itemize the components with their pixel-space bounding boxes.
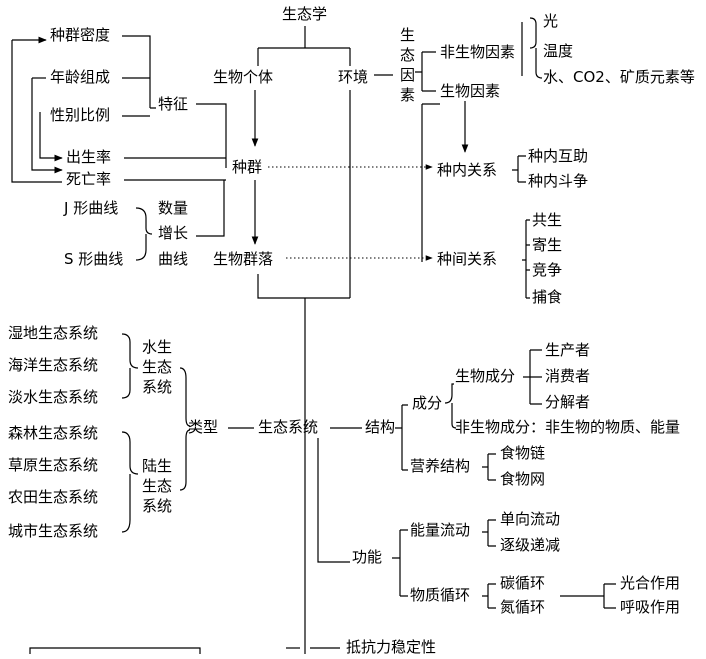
terrestrial-label-3: 系统 <box>142 497 172 515</box>
environment-label: 环境 <box>338 68 368 86</box>
terrestrial-forest: 森林生态系统 <box>8 424 98 442</box>
biotic-components-label: 生物成分 <box>455 367 515 385</box>
aquatic-ocean: 海洋生态系统 <box>8 356 98 374</box>
community-label: 生物群落 <box>213 250 273 268</box>
interspecific-predation: 捕食 <box>532 288 562 306</box>
interspecific-competition: 竞争 <box>532 261 562 279</box>
ecological-factor-char-2: 态 <box>400 46 415 64</box>
intraspecific-cooperation: 种内互助 <box>528 147 588 165</box>
energy-unidirectional: 单向流动 <box>500 510 560 528</box>
aquatic-freshwater: 淡水生态系统 <box>8 388 98 406</box>
ecological-factor-char-1: 生 <box>400 26 415 44</box>
curve-label: 曲线 <box>158 250 188 268</box>
types-label: 类型 <box>188 418 218 436</box>
abiotic-temperature: 温度 <box>543 42 573 60</box>
intraspecific-label: 种内关系 <box>437 161 497 179</box>
quantity-label: 数量 <box>158 199 188 217</box>
aquatic-label-2: 生态 <box>142 358 172 376</box>
function-label: 功能 <box>352 548 382 566</box>
interspecific-label: 种间关系 <box>437 250 497 268</box>
terrestrial-urban: 城市生态系统 <box>8 522 98 540</box>
biotic-factors-label: 生物因素 <box>440 82 500 100</box>
carbon-cycle-label: 碳循环 <box>500 574 545 592</box>
energy-flow-label: 能量流动 <box>410 521 470 539</box>
trophic-food-chain: 食物链 <box>500 444 545 462</box>
aquatic-label-1: 水生 <box>142 338 172 356</box>
abiotic-factors-label: 非生物因素 <box>440 43 515 61</box>
energy-decreasing: 逐级递减 <box>500 536 560 554</box>
photosynthesis-label: 光合作用 <box>620 574 680 592</box>
trophic-structure-label: 营养结构 <box>410 457 470 475</box>
growth-label: 增长 <box>158 224 188 242</box>
trait-birth-rate: 出生率 <box>66 148 111 166</box>
trophic-food-web: 食物网 <box>500 470 545 488</box>
matter-cycle-label: 物质循环 <box>410 586 470 604</box>
organism-label: 生物个体 <box>213 68 273 86</box>
ecological-factor-char-3: 因 <box>400 66 415 84</box>
ecosystem-label: 生态系统 <box>258 418 318 436</box>
nitrogen-cycle-label: 氮循环 <box>500 598 545 616</box>
trait-death-rate: 死亡率 <box>66 170 111 188</box>
terrestrial-farmland: 农田生态系统 <box>8 488 98 506</box>
structure-label: 结构 <box>365 418 395 436</box>
j-curve-label: J 形曲线 <box>63 199 118 217</box>
terrestrial-grassland: 草原生态系统 <box>8 456 98 474</box>
respiration-label: 呼吸作用 <box>620 598 680 616</box>
component-decomposer: 分解者 <box>545 393 590 411</box>
trait-sex-ratio: 性别比例 <box>50 106 110 124</box>
component-consumer: 消费者 <box>545 367 590 385</box>
abiotic-water-co2: 水、CO2、矿质元素等 <box>543 68 695 86</box>
ecological-factor-char-4: 素 <box>400 86 415 104</box>
trait-density: 种群密度 <box>50 26 110 44</box>
interspecific-mutualism: 共生 <box>532 211 562 229</box>
abiotic-components-label: 非生物成分：非生物的物质、能量 <box>455 418 680 436</box>
terrestrial-label-1: 陆生 <box>142 457 172 475</box>
component-producer: 生产者 <box>545 341 590 359</box>
trait-age-structure: 年龄组成 <box>50 68 110 86</box>
traits-label: 特征 <box>158 95 188 113</box>
components-label: 成分 <box>412 394 442 412</box>
abiotic-light: 光 <box>543 12 558 30</box>
connector-lines <box>11 17 616 654</box>
population-label: 种群 <box>232 158 262 176</box>
aquatic-wetland: 湿地生态系统 <box>8 324 98 342</box>
root-label: 生态学 <box>282 5 327 23</box>
aquatic-label-3: 系统 <box>142 378 172 396</box>
terrestrial-label-2: 生态 <box>142 477 172 495</box>
stability-partial-label: 抵抗力稳定性 <box>346 638 436 654</box>
s-curve-label: S 形曲线 <box>64 250 123 268</box>
intraspecific-competition: 种内斗争 <box>528 172 588 190</box>
interspecific-parasitism: 寄生 <box>532 236 562 254</box>
